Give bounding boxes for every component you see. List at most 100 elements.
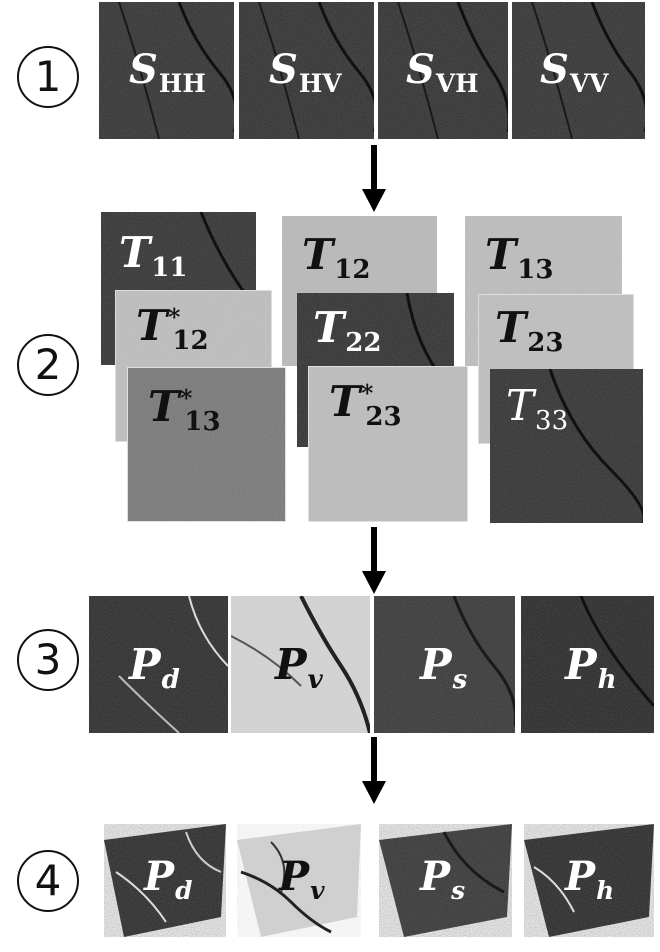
sar-texture <box>521 596 654 733</box>
step-2-number: 2 <box>34 340 62 389</box>
label-t12: T12 <box>302 234 371 284</box>
label-subscript: s <box>451 875 466 905</box>
label-subscript: 23 <box>527 328 564 359</box>
sar-texture <box>378 2 508 139</box>
tile-p-h: Ph <box>521 596 654 733</box>
label-base: P <box>565 853 596 900</box>
label-s-vv: SVV <box>540 50 608 96</box>
sar-texture <box>524 824 654 937</box>
label-geo-p-h: Ph <box>565 857 614 903</box>
label-superscript: * <box>361 380 374 407</box>
sar-texture <box>374 596 515 733</box>
label-subscript: 12 <box>334 255 371 286</box>
label-subscript: VV <box>569 68 609 98</box>
tile-s-vv: SVV <box>512 2 645 139</box>
label-t13-conj: T*13 <box>148 385 221 436</box>
tile-geo-p-d: Pd <box>96 812 231 937</box>
label-subscript: h <box>596 875 615 905</box>
step-4-marker: 4 <box>17 850 79 912</box>
label-subscript: 11 <box>151 253 188 284</box>
label-base: S <box>406 46 435 93</box>
sar-texture <box>490 369 643 523</box>
tile-t33: T33 <box>490 369 643 523</box>
tile-p-d: Pd <box>89 596 228 733</box>
tile-s-hh: SHH <box>99 2 234 139</box>
tile-t23-conj: T*23 <box>308 366 468 522</box>
label-geo-p-d: Pd <box>144 857 192 903</box>
label-superscript: * <box>180 385 193 412</box>
label-subscript: d <box>161 665 180 696</box>
label-subscript: 12 <box>172 326 209 357</box>
tile-p-v: Pv <box>231 596 370 733</box>
label-p-s: Ps <box>420 644 467 694</box>
sar-texture <box>239 2 374 139</box>
label-subscript: v <box>310 875 325 905</box>
label-subscript: 13 <box>184 407 221 438</box>
step-3-number: 3 <box>34 635 62 684</box>
label-subscript: 22 <box>345 328 382 359</box>
label-s-hv: SHV <box>269 50 342 96</box>
label-geo-p-v: Pv <box>279 857 325 903</box>
label-base: T <box>136 301 168 350</box>
step-2-marker: 2 <box>17 334 79 396</box>
label-base: S <box>540 46 569 93</box>
label-base: T <box>302 230 334 279</box>
label-base: P <box>279 853 310 900</box>
label-s-hh: SHH <box>129 50 206 96</box>
label-subscript: 13 <box>517 255 554 286</box>
label-base: P <box>565 640 597 689</box>
label-base: P <box>129 640 161 689</box>
sar-texture <box>104 824 226 937</box>
step-4-number: 4 <box>34 856 62 905</box>
sar-texture <box>379 824 512 937</box>
tile-geo-p-s: Ps <box>374 812 514 937</box>
label-base: T <box>329 377 361 426</box>
label-base: T <box>119 228 151 277</box>
label-base: P <box>275 640 307 689</box>
label-s-vh: SVH <box>406 50 479 96</box>
label-base: T <box>495 303 527 352</box>
label-base: P <box>144 853 175 900</box>
arrow-down-icon <box>362 737 386 804</box>
label-p-d: Pd <box>129 644 180 694</box>
label-subscript: 23 <box>365 402 402 433</box>
label-p-h: Ph <box>565 644 617 694</box>
sar-texture <box>128 368 285 521</box>
label-subscript: d <box>175 875 193 905</box>
tile-geo-p-v: Pv <box>231 812 366 937</box>
sar-texture <box>99 2 234 139</box>
label-t22: T22 <box>313 307 382 357</box>
label-base: S <box>269 46 298 93</box>
label-subscript: s <box>452 665 468 696</box>
arrow-down-icon <box>362 145 386 212</box>
label-base: T <box>485 230 517 279</box>
step-1-number: 1 <box>34 52 62 101</box>
label-p-v: Pv <box>275 644 323 694</box>
label-base: T <box>506 381 535 430</box>
sar-texture <box>237 824 361 937</box>
label-subscript: VH <box>435 68 479 98</box>
label-base: P <box>420 853 451 900</box>
label-base: S <box>129 46 158 93</box>
label-base: T <box>148 382 180 431</box>
label-subscript: v <box>307 665 323 696</box>
label-subscript: 33 <box>535 406 569 437</box>
tile-s-hv: SHV <box>239 2 374 139</box>
tile-geo-p-h: Ph <box>519 812 656 937</box>
label-t11: T11 <box>119 232 188 282</box>
sar-texture <box>89 596 228 733</box>
step-1-marker: 1 <box>17 46 79 108</box>
label-subscript: HV <box>298 68 342 98</box>
label-t23-conj: T*23 <box>329 380 402 431</box>
step-3-marker: 3 <box>17 629 79 691</box>
sar-texture <box>309 367 467 521</box>
tile-t13-conj: T*13 <box>127 367 286 522</box>
label-subscript: HH <box>158 68 206 98</box>
label-t13: T13 <box>485 234 554 284</box>
label-base: P <box>420 640 452 689</box>
label-superscript: * <box>168 304 181 331</box>
label-t33: T33 <box>506 385 568 435</box>
label-subscript: h <box>597 665 617 696</box>
tile-p-s: Ps <box>374 596 515 733</box>
